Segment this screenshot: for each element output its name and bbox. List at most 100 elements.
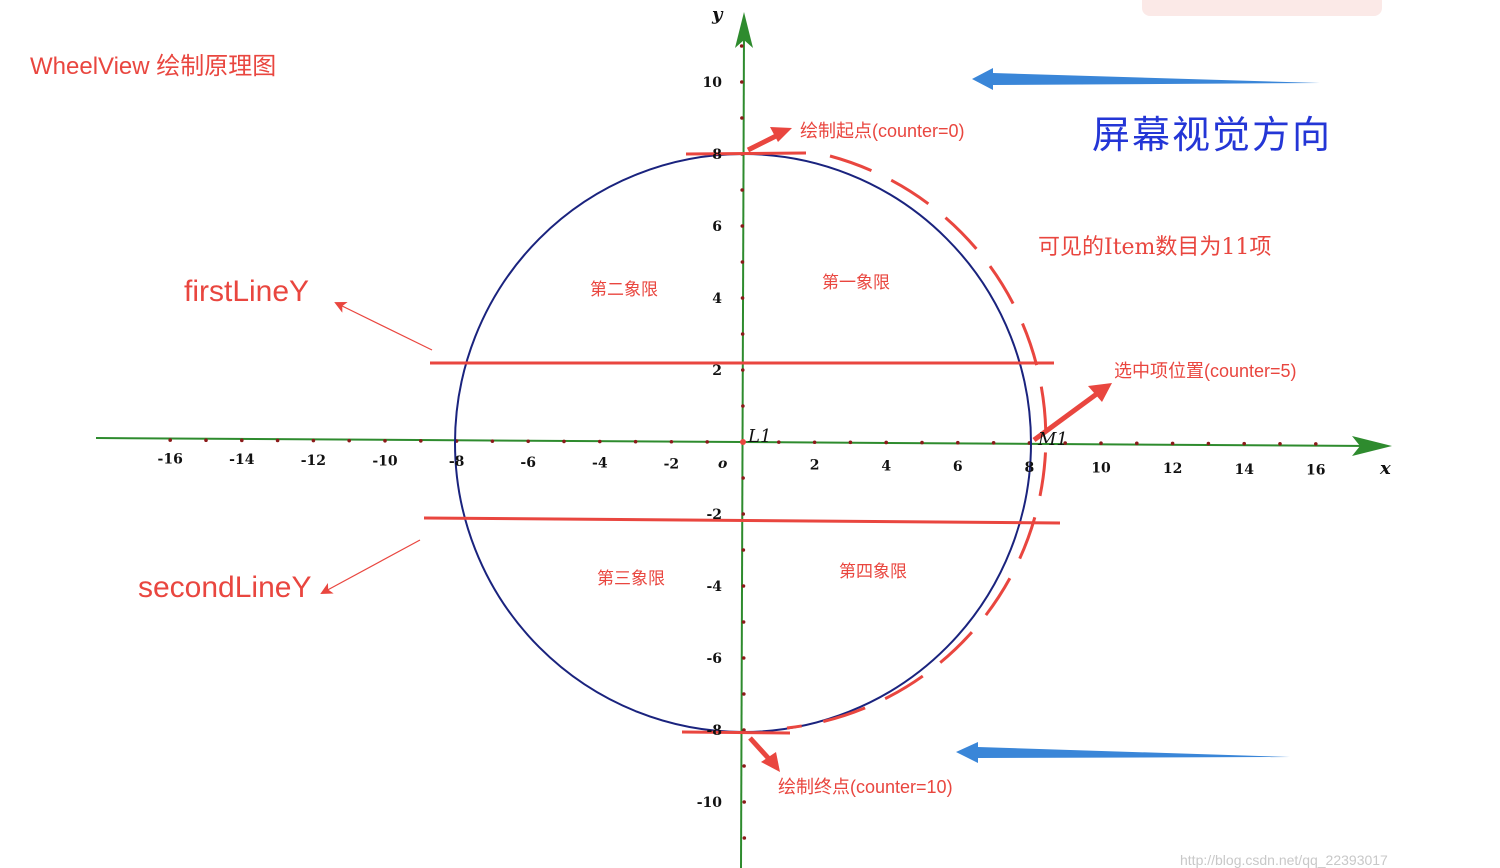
x-tick-dot — [1242, 441, 1246, 446]
x-tick-dot — [812, 440, 817, 445]
y-tick-label: 8 — [712, 147, 722, 163]
y-tick-dot — [740, 224, 745, 228]
y-tick-label: -2 — [706, 507, 722, 523]
end-line — [681, 730, 791, 735]
y-tick-dot — [742, 728, 746, 732]
y-tick-dot — [742, 692, 746, 696]
x-tick-label: -2 — [664, 456, 680, 472]
y-tick-dot — [742, 764, 746, 768]
y-tick-dot — [740, 296, 745, 300]
y-tick-label: 2 — [712, 363, 722, 379]
x-tick-label: 12 — [1163, 461, 1182, 477]
y-tick-dot — [742, 800, 746, 804]
x-axis-name: x — [1379, 458, 1391, 479]
x-tick-dot — [884, 440, 888, 445]
x-tick-label: 10 — [1091, 461, 1111, 477]
second-line-pointer — [320, 539, 421, 594]
x-tick-label: -14 — [229, 452, 255, 468]
x-tick-label: 8 — [1025, 460, 1035, 476]
screen-direction-arrow-bottom — [956, 742, 1290, 763]
draw-arc-dashed — [786, 154, 1048, 730]
x-tick-label: 16 — [1306, 463, 1325, 479]
x-tick-dot — [490, 439, 495, 443]
y-tick-dot — [740, 188, 744, 192]
start-note: 绘制起点(counter=0) — [800, 121, 965, 141]
y-tick-label: 4 — [712, 291, 722, 307]
first-line-label: firstLineY — [184, 275, 310, 308]
y-tick-dot — [740, 260, 745, 264]
y-tick-dot — [740, 332, 745, 336]
first-line-pointer — [334, 302, 433, 351]
x-tick-dot — [526, 439, 530, 444]
x-tick-dot — [705, 440, 709, 444]
x-tick-dot — [240, 438, 244, 443]
y-tick-label: -4 — [706, 579, 722, 595]
x-tick-dot — [1206, 441, 1211, 446]
quadrant-2-label: 第二象限 — [590, 280, 658, 300]
point-l1-label: L1 — [747, 426, 771, 447]
x-tick-dot — [347, 438, 352, 443]
screen-direction-arrow-top — [972, 68, 1320, 90]
x-tick-dot — [562, 439, 566, 444]
y-tick-label: 10 — [703, 75, 723, 91]
y-tick-dot — [741, 404, 745, 408]
x-tick-dot — [311, 438, 316, 443]
x-tick-label: 6 — [953, 459, 963, 475]
x-tick-dot — [633, 439, 638, 444]
y-tick-dot — [741, 656, 746, 660]
y-tick-label: -6 — [706, 651, 722, 667]
x-tick-dot — [275, 438, 280, 443]
x-tick-dot — [383, 439, 387, 443]
y-tick-dot — [741, 584, 746, 588]
x-tick-dot — [598, 439, 602, 444]
x-tick-dot — [777, 440, 781, 444]
y-tick-dot — [739, 44, 744, 48]
y-tick-dot — [740, 80, 744, 84]
point-l1 — [740, 439, 746, 445]
y-tick-label: -10 — [697, 795, 723, 811]
y-axis-name: y — [711, 4, 724, 25]
x-tick-label: -16 — [158, 451, 183, 467]
quadrant-4-label: 第四象限 — [839, 562, 907, 582]
x-tick-label: -6 — [520, 455, 536, 471]
x-tick-dot — [1135, 441, 1139, 446]
y-axis — [740, 29, 745, 868]
y-tick-dot — [741, 548, 746, 552]
x-tick-label: -8 — [449, 454, 465, 470]
x-tick-dot — [1170, 441, 1175, 446]
x-tick-label: -12 — [301, 453, 326, 469]
x-tick-dot — [168, 438, 172, 442]
end-arrow — [748, 736, 780, 772]
y-tick-label: -8 — [706, 723, 722, 739]
x-tick-dot — [920, 440, 924, 445]
y-tick-label: 6 — [712, 219, 722, 235]
x-axis-arrow-icon — [1352, 436, 1392, 456]
top-badge — [1142, 0, 1382, 16]
visible-count-label: 可见的Item数目为11项 — [1038, 235, 1272, 260]
x-tick-dot — [1314, 442, 1318, 446]
x-tick-label: 2 — [810, 458, 820, 474]
y-tick-dot — [741, 476, 745, 480]
point-m1-label: M1 — [1037, 429, 1068, 450]
selected-arrow — [1032, 383, 1112, 443]
x-tick-dot — [204, 438, 208, 443]
x-tick-dot — [956, 440, 960, 445]
x-tick-label: -10 — [372, 454, 398, 470]
end-note: 绘制终点(counter=10) — [778, 777, 953, 797]
start-arrow — [746, 127, 792, 153]
y-axis-arrow-icon — [735, 12, 753, 48]
diagram-title: WheelView 绘制原理图 — [30, 53, 277, 80]
x-tick-label: 14 — [1234, 462, 1254, 478]
x-tick-dot — [848, 440, 853, 445]
origin-label: o — [718, 456, 727, 472]
y-tick-dot — [742, 836, 747, 840]
second-line-label: secondLineY — [138, 571, 312, 604]
quadrant-3-label: 第三象限 — [597, 569, 665, 589]
x-tick-dot — [419, 439, 423, 443]
start-line — [685, 151, 807, 156]
x-tick-dot — [1278, 442, 1282, 446]
x-tick-dot — [669, 439, 674, 444]
